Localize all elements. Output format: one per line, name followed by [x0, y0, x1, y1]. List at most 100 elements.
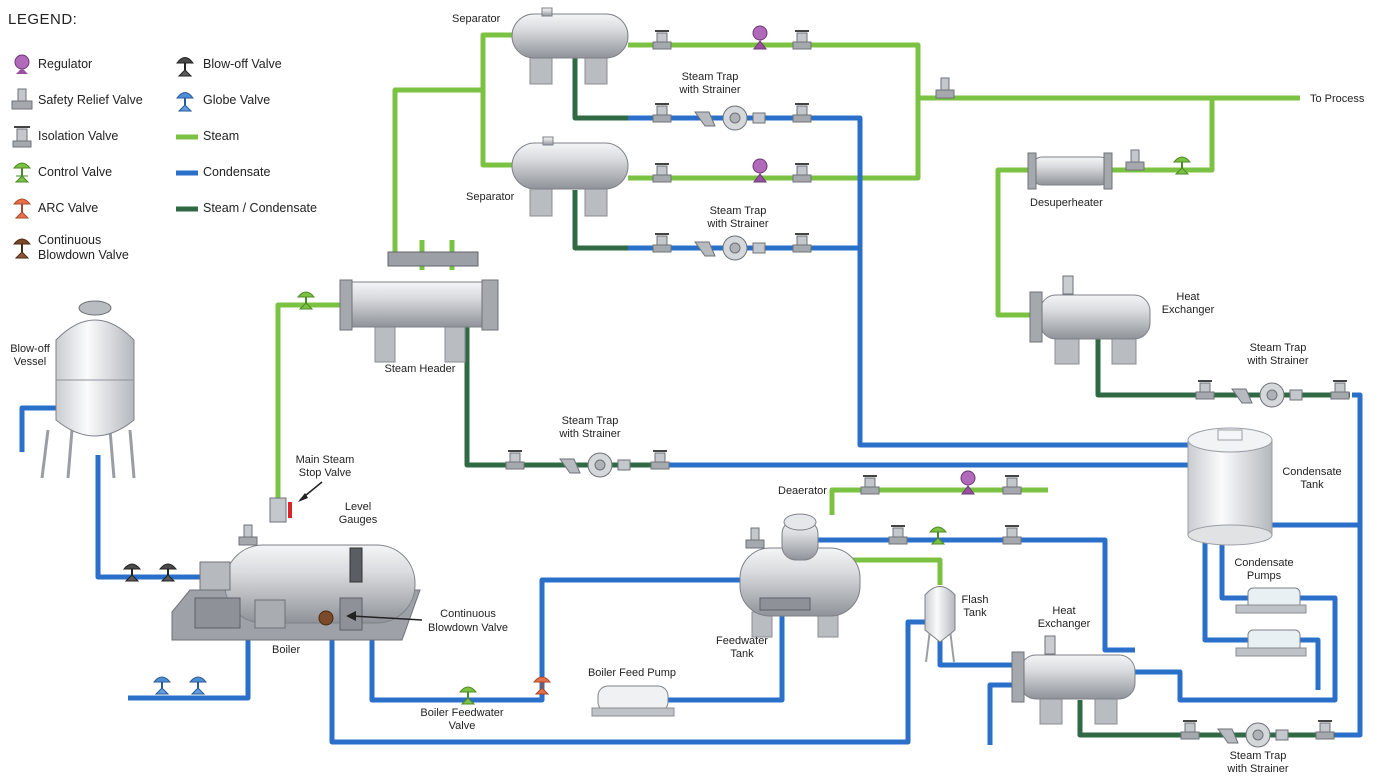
safety-relief-valve-icon — [935, 77, 955, 99]
svg-text:Steam: Steam — [203, 129, 239, 143]
legend-item-arc-valve: ARC Valve — [12, 198, 98, 219]
steam-trap-icon — [1231, 382, 1303, 408]
steam-line — [995, 167, 1030, 318]
condensate-line — [1135, 595, 1338, 703]
continuous-blowdown-valve-icon — [12, 238, 32, 259]
label-separator-top: Separator — [452, 13, 501, 25]
deaerator — [781, 513, 819, 561]
steam-trap-icon — [1217, 722, 1289, 748]
legend-item-control-valve: Control Valve — [12, 162, 112, 183]
isolation-valve-icon — [792, 103, 812, 123]
svg-text:Condensate: Condensate — [203, 165, 270, 179]
safety-relief-valve-icon — [1125, 149, 1145, 171]
condensate-line — [818, 537, 1135, 653]
label-main-steam-stop-valve-sub: Stop Valve — [299, 467, 351, 479]
label-blow-off-vessel-sub: Vessel — [14, 356, 46, 368]
label-condensate-pumps: Condensate — [1234, 557, 1293, 569]
blow-off-valve-icon — [176, 57, 194, 77]
label-trap-separator1-sub: with Strainer — [678, 84, 740, 96]
main-stop-valve-pointer-head — [298, 493, 308, 502]
svg-text:ARC Valve: ARC Valve — [38, 201, 98, 215]
steam-trap-icon — [559, 452, 631, 478]
isolation-valve-icon — [12, 126, 32, 148]
condensate-tank — [1187, 427, 1273, 546]
steam-trap-icon — [694, 235, 766, 261]
label-boiler-feed-pump: Boiler Feed Pump — [588, 667, 676, 679]
arc-valve-icon — [12, 198, 32, 219]
label-heat-exchanger-bottom-sub: Exchanger — [1038, 618, 1091, 630]
control-valve-icon — [12, 162, 32, 183]
isolation-valve-icon — [652, 163, 672, 183]
globe-valve-icon — [152, 676, 172, 695]
boiler-feed-pump — [591, 685, 675, 717]
label-trap-separator1: Steam Trap — [682, 71, 739, 83]
isolation-valve-icon — [652, 233, 672, 253]
label-flash-tank: Flash — [962, 594, 989, 606]
isolation-valve-icon — [505, 450, 525, 470]
condensate-line — [369, 577, 760, 703]
svg-text:Control Valve: Control Valve — [38, 165, 112, 179]
label-feedwater-tank: Feedwater — [716, 635, 768, 647]
isolation-valve-icon — [652, 103, 672, 123]
label-trap-heat-exchanger-sub: with Strainer — [1246, 355, 1308, 367]
label-continuous-blowdown: Continuous — [440, 608, 496, 620]
label-boiler-feedwater-valve-sub: Valve — [449, 720, 476, 732]
steam-line — [275, 302, 342, 515]
condensate-line — [937, 640, 1020, 668]
steam-condensate-line — [1077, 700, 1335, 738]
isolation-valve-icon — [792, 233, 812, 253]
label-desuperheater: Desuperheater — [1030, 197, 1103, 209]
svg-text:Safety Relief Valve: Safety Relief Valve — [38, 93, 143, 107]
condensate-line — [987, 682, 1020, 745]
desuperheater — [1027, 152, 1113, 190]
label-trap-header-sub: with Strainer — [558, 428, 620, 440]
condensate-line — [650, 585, 785, 703]
feedwater-tank — [739, 547, 861, 638]
regulator-icon — [752, 158, 768, 183]
regulator-icon — [960, 470, 976, 495]
label-flash-tank-sub: Tank — [963, 607, 987, 619]
svg-text:Globe Valve: Globe Valve — [203, 93, 270, 107]
isolation-valve-icon — [1330, 380, 1350, 400]
label-steam-header: Steam Header — [385, 363, 456, 375]
label-trap-bottom: Steam Trap — [1230, 750, 1287, 762]
svg-text:Steam / Condensate: Steam / Condensate — [203, 201, 317, 215]
legend-item-safety-relief-valve: Safety Relief Valve — [11, 88, 143, 110]
continuous-blowdown-pointer-head — [346, 611, 356, 621]
condensate-line — [1219, 530, 1248, 601]
safety-relief-valve-icon — [11, 88, 33, 110]
steam-lines — [275, 32, 1300, 585]
condensate-line — [19, 405, 56, 452]
label-boiler: Boiler — [272, 644, 300, 656]
legend-item-continuous-blowdown-valve: Continuous Blowdown Valve — [12, 233, 129, 262]
isolation-valve-icon — [652, 30, 672, 50]
continuous-blowdown-valve-icon — [318, 610, 334, 626]
label-trap-separator2: Steam Trap — [710, 205, 767, 217]
label-condensate-tank-sub: Tank — [1300, 479, 1324, 491]
valves — [122, 25, 1350, 740]
steam-line — [480, 90, 512, 168]
blow-off-valve-icon — [122, 563, 142, 582]
steam-line — [829, 487, 1048, 515]
label-heat-exchanger-top-sub: Exchanger — [1162, 304, 1215, 316]
isolation-valve-icon — [1002, 475, 1022, 495]
steam-condensate-line — [572, 190, 628, 251]
label-main-steam-stop-valve: Main Steam — [296, 454, 355, 466]
heat-exchanger-top — [1029, 275, 1151, 365]
label-separator-middle: Separator — [466, 191, 515, 203]
regulator-icon — [752, 25, 768, 50]
boiler — [171, 544, 421, 641]
label-deaerator: Deaerator — [778, 485, 827, 497]
svg-text:Blow-off Valve: Blow-off Valve — [203, 57, 282, 71]
legend-item-steam-condensate: Steam / Condensate — [176, 201, 317, 215]
label-to-process: To Process — [1310, 93, 1365, 105]
blow-off-vessel — [40, 300, 136, 479]
legend-item-blow-off-valve: Blow-off Valve — [176, 57, 282, 77]
label-boiler-feedwater-valve: Boiler Feedwater — [420, 707, 503, 719]
steam-line — [628, 42, 921, 181]
flash-tank — [924, 586, 956, 663]
blow-off-valve-icon — [158, 563, 178, 582]
control-valve-icon — [928, 526, 948, 545]
safety-relief-valve-icon — [745, 527, 765, 549]
label-continuous-blowdown-sub: Blowdown Valve — [428, 622, 508, 634]
